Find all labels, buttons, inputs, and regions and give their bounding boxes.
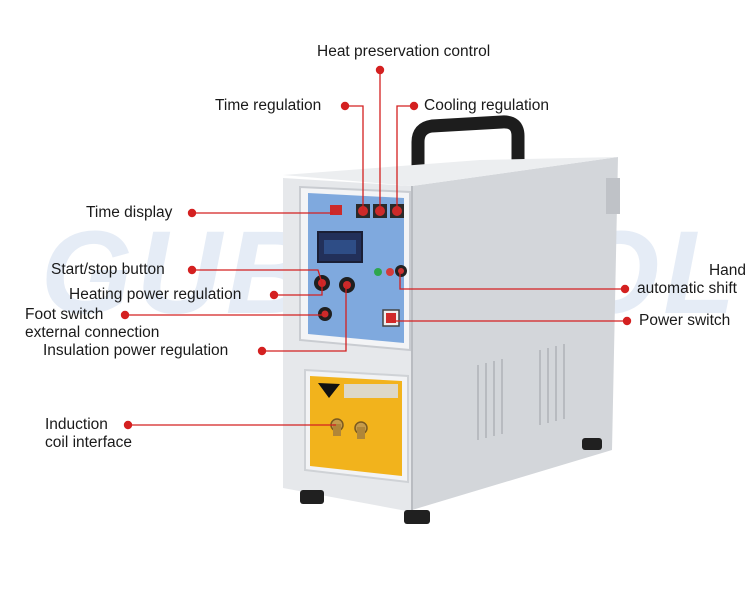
time-display-screen [317,231,363,263]
label-heating-power-regulation: Heating power regulation [69,286,242,303]
label-time-display: Time display [86,204,173,221]
label-foot-switch-line1: Foot switch [25,306,104,323]
display-indicator [330,205,342,215]
label-hand-automatic-shift-line2: automatic shift [637,280,737,297]
label-power-switch: Power switch [639,312,731,329]
induction-coil-plate [304,368,409,484]
machine-side-panel [412,157,618,510]
side-vents [477,344,565,440]
side-fitting [606,178,620,214]
label-cooling-regulation: Cooling regulation [424,97,549,114]
label-start-stop-button: Start/stop button [51,261,165,278]
label-induction-coil-line2: coil interface [45,434,133,451]
label-foot-switch-line2: external connection [25,324,160,341]
carry-handle [411,115,525,168]
leader-lines [125,70,627,426]
power-switch-graphic [382,309,400,327]
label-time-regulation: Time regulation [215,97,322,114]
label-hand-automatic-shift-line1: Hand [708,262,746,279]
machine-top [283,157,618,186]
top-knobs [356,204,404,218]
marker-dots [120,65,632,430]
label-induction-coil-line1: Induction [45,416,108,433]
feet [300,438,602,524]
label-insulation-power-regulation: Insulation power regulation [43,342,229,359]
label-heat-preservation-control: Heat preservation control [317,43,491,60]
